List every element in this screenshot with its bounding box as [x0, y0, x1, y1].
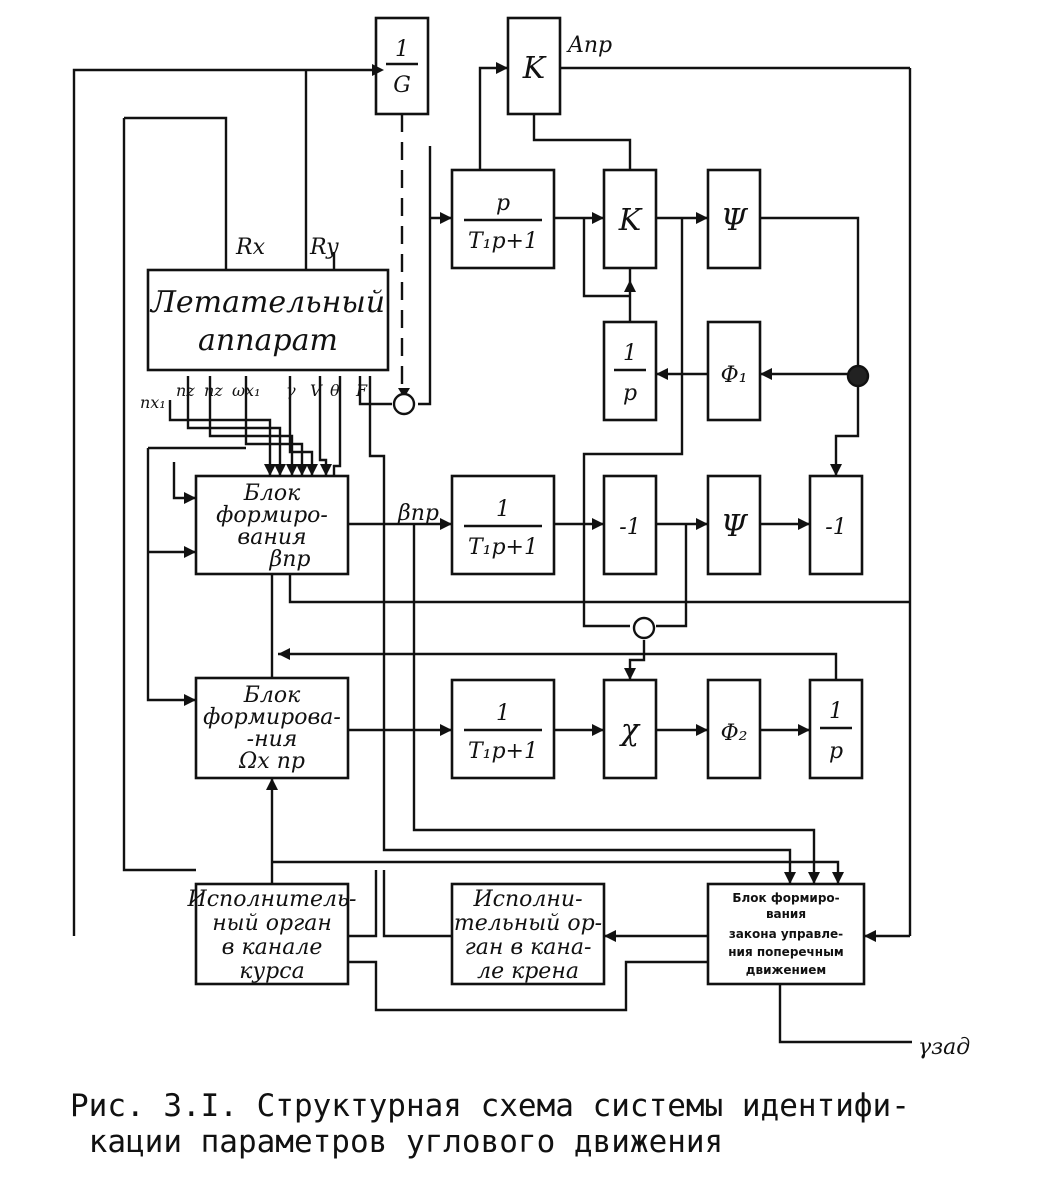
svg-text:-ния: -ния: [247, 727, 298, 752]
summing-node-3: [632, 616, 656, 640]
svg-text:Ψ: Ψ: [721, 509, 749, 544]
block-aircraft: Летательный аппарат: [146, 268, 390, 372]
block-chi: χ: [602, 678, 658, 780]
svg-text:βпр: βпр: [397, 501, 439, 526]
svg-text:1: 1: [623, 341, 637, 366]
svg-text:p: p: [496, 191, 510, 216]
figure-caption: Рис. 3.I. Структурная схема системы иден…: [70, 1088, 1030, 1160]
svg-text:ωx₁: ωx₁: [232, 381, 260, 400]
svg-text:ный орган: ный орган: [212, 911, 332, 936]
block-actuator-roll: Исполни- тельный ор- ган в кана- ле крен…: [450, 882, 606, 986]
svg-text:βпр: βпр: [269, 547, 311, 572]
block-gain-top: K: [506, 16, 562, 116]
block-diagram: 1 G K Летательный аппарат p T₁p+1 K Ψ 1 …: [72, 16, 970, 1060]
block-actuator-course: Исполнитель- ный орган в канале курса: [187, 882, 357, 986]
svg-text:ния поперечным: ния поперечным: [728, 945, 843, 959]
svg-text:V: V: [310, 381, 323, 400]
summing-node-1: [392, 392, 416, 416]
signal-labels: Aпр Rx Ry nx₁ nz nz ωx₁ γ V θ F βпр γзад: [140, 33, 970, 1060]
svg-text:nx₁: nx₁: [140, 393, 166, 412]
block-filter2: 1 T₁p+1: [450, 474, 556, 576]
block-gain-mid: K: [602, 168, 658, 270]
block-neg1-a: -1: [602, 474, 658, 576]
svg-text:тельный ор-: тельный ор-: [454, 911, 602, 936]
block-beta-forming: Блок формиро- вания βпр: [194, 474, 350, 576]
summing-node-2: [846, 364, 870, 388]
svg-text:-1: -1: [619, 515, 640, 540]
svg-text:-1: -1: [825, 515, 846, 540]
svg-text:Исполнитель-: Исполнитель-: [187, 887, 357, 912]
svg-text:движением: движением: [746, 963, 826, 977]
svg-text:1: 1: [829, 699, 843, 724]
svg-text:G: G: [393, 73, 411, 98]
svg-text:T₁p+1: T₁p+1: [468, 229, 538, 254]
block-phi1: Φ₁: [706, 320, 762, 422]
svg-text:Блок: Блок: [243, 683, 301, 708]
svg-text:вания: вания: [237, 525, 306, 550]
svg-text:K: K: [618, 203, 643, 238]
block-integrator2: 1 p: [808, 678, 864, 780]
block-filter1: p T₁p+1: [450, 168, 556, 270]
svg-text:χ: χ: [619, 713, 641, 748]
svg-text:формирова-: формирова-: [203, 705, 341, 730]
svg-text:Блок формиро-: Блок формиро-: [732, 891, 839, 905]
svg-text:θ: θ: [330, 381, 340, 400]
caption-line-1: Рис. 3.I. Структурная схема системы иден…: [70, 1088, 910, 1124]
svg-text:Rx: Rx: [235, 235, 266, 260]
svg-text:T₁p+1: T₁p+1: [468, 739, 538, 764]
svg-text:Летательный: Летательный: [149, 285, 385, 320]
svg-text:Φ₁: Φ₁: [721, 363, 748, 388]
svg-text:ле крена: ле крена: [477, 959, 579, 984]
svg-text:K: K: [522, 51, 547, 86]
caption-line-2: кации параметров углового движения: [70, 1124, 724, 1160]
svg-text:закона управле-: закона управле-: [729, 927, 843, 941]
svg-text:Блок: Блок: [243, 481, 301, 506]
svg-text:T₁p+1: T₁p+1: [468, 535, 538, 560]
svg-text:p: p: [829, 739, 843, 764]
svg-text:γ: γ: [286, 381, 296, 400]
svg-text:формиро-: формиро-: [216, 503, 328, 528]
block-psi-mid: Ψ: [706, 474, 762, 576]
block-phi2: Φ₂: [706, 678, 762, 780]
block-inv-g: 1 G: [374, 16, 430, 116]
svg-text:курса: курса: [239, 959, 304, 984]
svg-text:γзад: γзад: [918, 1035, 970, 1060]
block-lateral-control: Блок формиро- вания закона управле- ния …: [706, 882, 866, 986]
svg-text:Ωх пр: Ωх пр: [238, 749, 305, 774]
svg-text:1: 1: [496, 701, 510, 726]
block-integrator1: 1 p: [602, 320, 658, 422]
svg-text:ган в кана-: ган в кана-: [465, 935, 592, 960]
svg-text:p: p: [623, 381, 637, 406]
svg-text:аппарат: аппарат: [198, 323, 338, 358]
svg-text:1: 1: [395, 37, 409, 62]
svg-text:1: 1: [496, 497, 510, 522]
svg-text:Ψ: Ψ: [721, 203, 749, 238]
svg-text:nz: nz: [176, 381, 195, 400]
svg-text:nz: nz: [204, 381, 223, 400]
block-psi-top: Ψ: [706, 168, 762, 270]
svg-text:Φ₂: Φ₂: [721, 721, 748, 746]
block-filter3: 1 T₁p+1: [450, 678, 556, 780]
arrowheads: [184, 62, 876, 942]
svg-text:Исполни-: Исполни-: [472, 887, 582, 912]
connection-lines: [72, 66, 912, 1044]
block-neg1-b: -1: [808, 474, 864, 576]
svg-text:Ry: Ry: [309, 235, 339, 260]
svg-text:вания: вания: [766, 907, 806, 921]
svg-text:в канале: в канале: [222, 935, 323, 960]
svg-text:Aпр: Aпр: [566, 33, 612, 58]
svg-text:F: F: [355, 381, 368, 400]
block-omega-forming: Блок формирова- -ния Ωх пр: [194, 676, 350, 780]
